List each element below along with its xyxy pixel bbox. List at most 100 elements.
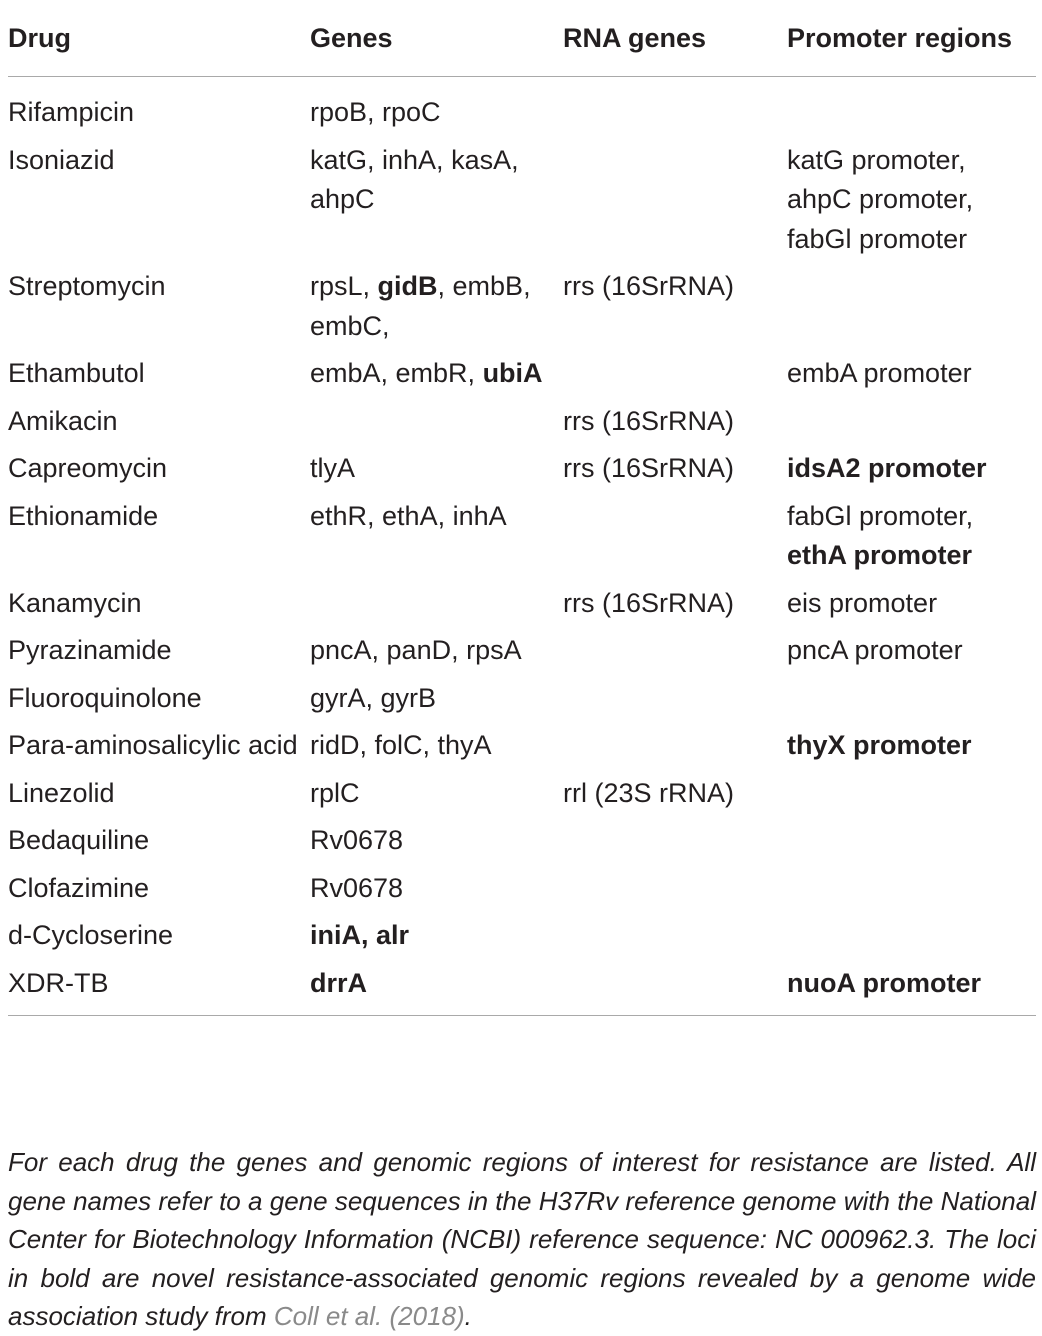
cell-promoter-regions xyxy=(787,869,1036,917)
cell-promoter-regions xyxy=(787,916,1036,964)
promoter-segment: idsA2 promoter xyxy=(787,453,987,483)
genes-segment: tlyA xyxy=(310,453,356,483)
cell-genes: embA, embR, ubiA xyxy=(310,354,563,402)
cell-drug: Streptomycin xyxy=(8,271,166,301)
cell-promoter-regions: thyX promoter xyxy=(787,726,1036,774)
header-drug: Drug xyxy=(8,0,310,77)
cell-promoter-regions: eis promoter xyxy=(787,584,1036,632)
genes-segment: katG, inhA, kasA, ahpC xyxy=(310,144,519,215)
cell-genes xyxy=(310,402,563,450)
cell-promoter-regions xyxy=(787,774,1036,822)
promoter-segment: pncA promoter xyxy=(787,635,963,665)
genes-segment: rpsL, xyxy=(310,271,378,301)
genes-segment: rpoB, rpoC xyxy=(310,97,441,127)
cell-genes: rpsL, gidB, embB, embC, xyxy=(310,267,563,354)
cell-rna-genes xyxy=(563,679,787,727)
genes-segment: rplC xyxy=(310,777,360,808)
cell-promoter-regions: idsA2 promoter xyxy=(787,449,1036,497)
cell-rna-genes: rrs (16SrRNA) xyxy=(563,587,735,618)
cell-rna-genes xyxy=(563,354,787,402)
header-promoter-regions: Promoter regions xyxy=(787,0,1036,77)
cell-drug: Ethambutol xyxy=(8,358,145,388)
cell-rna-genes xyxy=(563,821,787,869)
cell-promoter-regions: nuoA promoter xyxy=(787,963,1036,1016)
header-genes: Genes xyxy=(310,0,563,77)
cell-rna-genes: rrs (16SrRNA) xyxy=(563,271,735,301)
table-row: Ethambutol embA, embR, ubiA embA promoter xyxy=(8,354,1036,402)
cell-genes: tlyA xyxy=(310,449,563,497)
table-row: Fluoroquinolone gyrA, gyrB xyxy=(8,679,1036,727)
genes-segment: embA, embR, xyxy=(310,358,483,388)
resistance-table-container: Drug Genes RNA genes Promoter regions Ri… xyxy=(8,0,1036,1016)
cell-genes: iniA, alr xyxy=(310,916,563,964)
genes-segment: gidB xyxy=(377,271,438,301)
cell-rna-genes xyxy=(563,497,787,584)
table-row: Kanamycin rrs (16SrRNA) eis promoter xyxy=(8,584,1036,632)
table-header-row: Drug Genes RNA genes Promoter regions xyxy=(8,0,1036,77)
cell-promoter-regions xyxy=(787,679,1036,727)
cell-drug: XDR-TB xyxy=(8,963,310,1016)
cell-drug: Pyrazinamide xyxy=(8,635,172,665)
cell-genes: ethR, ethA, inhA xyxy=(310,497,563,584)
cell-drug: Fluoroquinolone xyxy=(8,682,202,713)
genes-segment: , embB, embC, xyxy=(310,271,531,341)
cell-drug: Clofazimine xyxy=(8,872,150,903)
genes-segment: Rv0678 xyxy=(310,825,404,855)
cell-genes: gyrA, gyrB xyxy=(310,679,563,727)
table-body: Rifampicin rpoB, rpoC Isoniazid katG, inhA,… xyxy=(8,77,1036,1016)
genes-segment: ethR, ethA, inhA xyxy=(310,500,507,531)
genes-segment: gyrA, gyrB xyxy=(310,682,437,713)
cell-genes xyxy=(310,584,563,632)
cell-drug: Para-aminosalicylic acid xyxy=(8,730,298,760)
cell-rna-genes xyxy=(563,631,787,679)
drug-resistance-table: Drug Genes RNA genes Promoter regions Ri… xyxy=(8,0,1036,1016)
promoter-segment: katG promoter, ahpC promoter, fabGl prom… xyxy=(787,144,974,254)
header-rna-genes: RNA genes xyxy=(563,0,787,77)
genes-segment: Rv0678 xyxy=(310,872,404,903)
cell-genes: Rv0678 xyxy=(310,821,563,869)
genes-segment: drrA xyxy=(310,967,368,998)
cell-promoter-regions: pncA promoter xyxy=(787,631,1036,679)
cell-drug: Isoniazid xyxy=(8,144,115,175)
table-row: Clofazimine Rv0678 xyxy=(8,869,1036,917)
genes-segment: iniA, alr xyxy=(310,920,410,950)
genes-segment: ridD, folC, thyA xyxy=(310,730,492,760)
cell-rna-genes xyxy=(563,726,787,774)
genes-segment: ubiA xyxy=(482,358,543,388)
table-row: Ethionamide ethR, ethA, inhA fabGl promote… xyxy=(8,497,1036,584)
cell-drug: Kanamycin xyxy=(8,587,142,618)
cell-promoter-regions: katG promoter, ahpC promoter, fabGl prom… xyxy=(787,141,1036,268)
promoter-segment: embA promoter xyxy=(787,358,972,388)
cell-promoter-regions: fabGl promoter, ethA promoter xyxy=(787,497,1036,584)
cell-drug: Amikacin xyxy=(8,405,118,436)
table-row: Para-aminosalicylic acid ridD, folC, thyA… xyxy=(8,726,1036,774)
table-row: Isoniazid katG, inhA, kasA, ahpC katG prom… xyxy=(8,141,1036,268)
cell-genes: katG, inhA, kasA, ahpC xyxy=(310,141,563,268)
cell-rna-genes xyxy=(563,963,787,1016)
table-row: Bedaquiline Rv0678 xyxy=(8,821,1036,869)
table-row: Pyrazinamide pncA, panD, rpsA pncA promote… xyxy=(8,631,1036,679)
cell-genes: pncA, panD, rpsA xyxy=(310,631,563,679)
cell-promoter-regions: embA promoter xyxy=(787,354,1036,402)
cell-rna-genes xyxy=(563,141,787,268)
cell-promoter-regions xyxy=(787,821,1036,869)
cell-rna-genes xyxy=(563,869,787,917)
cell-promoter-regions xyxy=(787,77,1036,141)
cell-promoter-regions xyxy=(787,402,1036,450)
genes-segment: pncA, panD, rpsA xyxy=(310,635,522,665)
citation-link[interactable]: Coll et al. (2018) xyxy=(273,1301,465,1331)
cell-drug: Rifampicin xyxy=(8,97,135,127)
table-row: Rifampicin rpoB, rpoC xyxy=(8,77,1036,141)
cell-drug: Bedaquiline xyxy=(8,825,150,855)
cell-genes: Rv0678 xyxy=(310,869,563,917)
footnote-text: For each drug the genes and genomic regi… xyxy=(8,1147,1036,1331)
cell-drug: Ethionamide xyxy=(8,500,159,531)
cell-genes: rplC xyxy=(310,774,563,822)
promoter-segment: nuoA promoter xyxy=(787,967,981,998)
cell-rna-genes: rrs (16SrRNA) xyxy=(563,453,735,483)
